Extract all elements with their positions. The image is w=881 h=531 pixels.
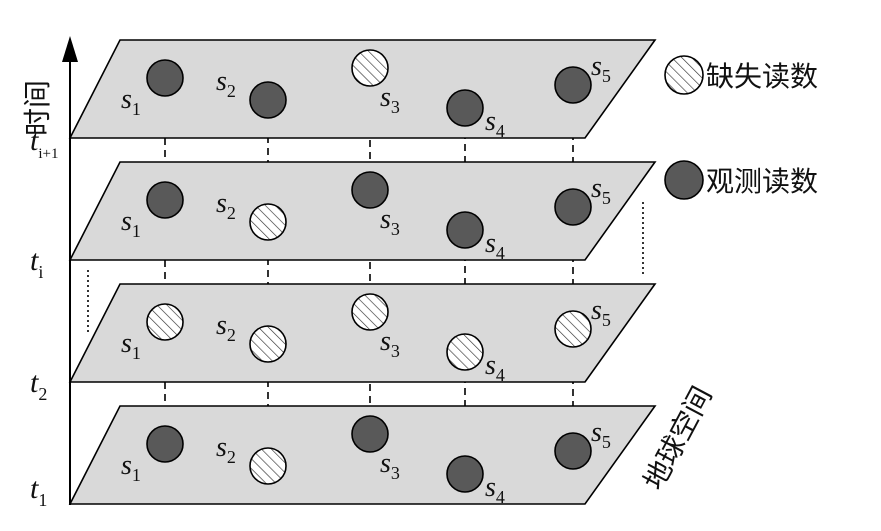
observed-reading-node <box>351 171 389 209</box>
observed-reading-node <box>146 59 184 97</box>
missing-reading-node <box>446 333 484 371</box>
observed-reading-node <box>249 81 287 119</box>
observed-reading-node <box>554 432 592 470</box>
legend-missing-label: 缺失读数 <box>706 60 818 93</box>
observed-reading-node <box>554 66 592 104</box>
missing-reading-node <box>249 325 287 363</box>
observed-reading-node <box>446 455 484 493</box>
space-axis-label: 地球空间 <box>637 381 719 495</box>
missing-reading-node <box>351 49 389 87</box>
observed-reading-node <box>554 188 592 226</box>
time-tick-label: t1 <box>30 472 47 510</box>
observed-reading-node <box>446 211 484 249</box>
missing-reading-node <box>249 447 287 485</box>
legend-missing-icon <box>664 55 704 95</box>
missing-reading-node <box>554 310 592 348</box>
layer-plane <box>68 283 657 383</box>
layer-plane <box>68 39 657 139</box>
observed-reading-node <box>146 181 184 219</box>
layer-plane <box>68 405 657 505</box>
time-tick-label: t2 <box>30 366 47 404</box>
time-axis-arrowhead <box>62 36 78 62</box>
missing-reading-node <box>249 203 287 241</box>
time-tick-label: ti <box>30 244 43 282</box>
time-axis-label: 时间 <box>21 80 54 136</box>
observed-reading-node <box>146 425 184 463</box>
missing-reading-node <box>351 293 389 331</box>
observed-reading-node <box>351 415 389 453</box>
observed-reading-node <box>446 89 484 127</box>
legend-observed-label: 观测读数 <box>706 165 818 198</box>
missing-reading-node <box>146 303 184 341</box>
layer-plane <box>68 161 657 261</box>
legend-observed-icon <box>664 160 704 200</box>
